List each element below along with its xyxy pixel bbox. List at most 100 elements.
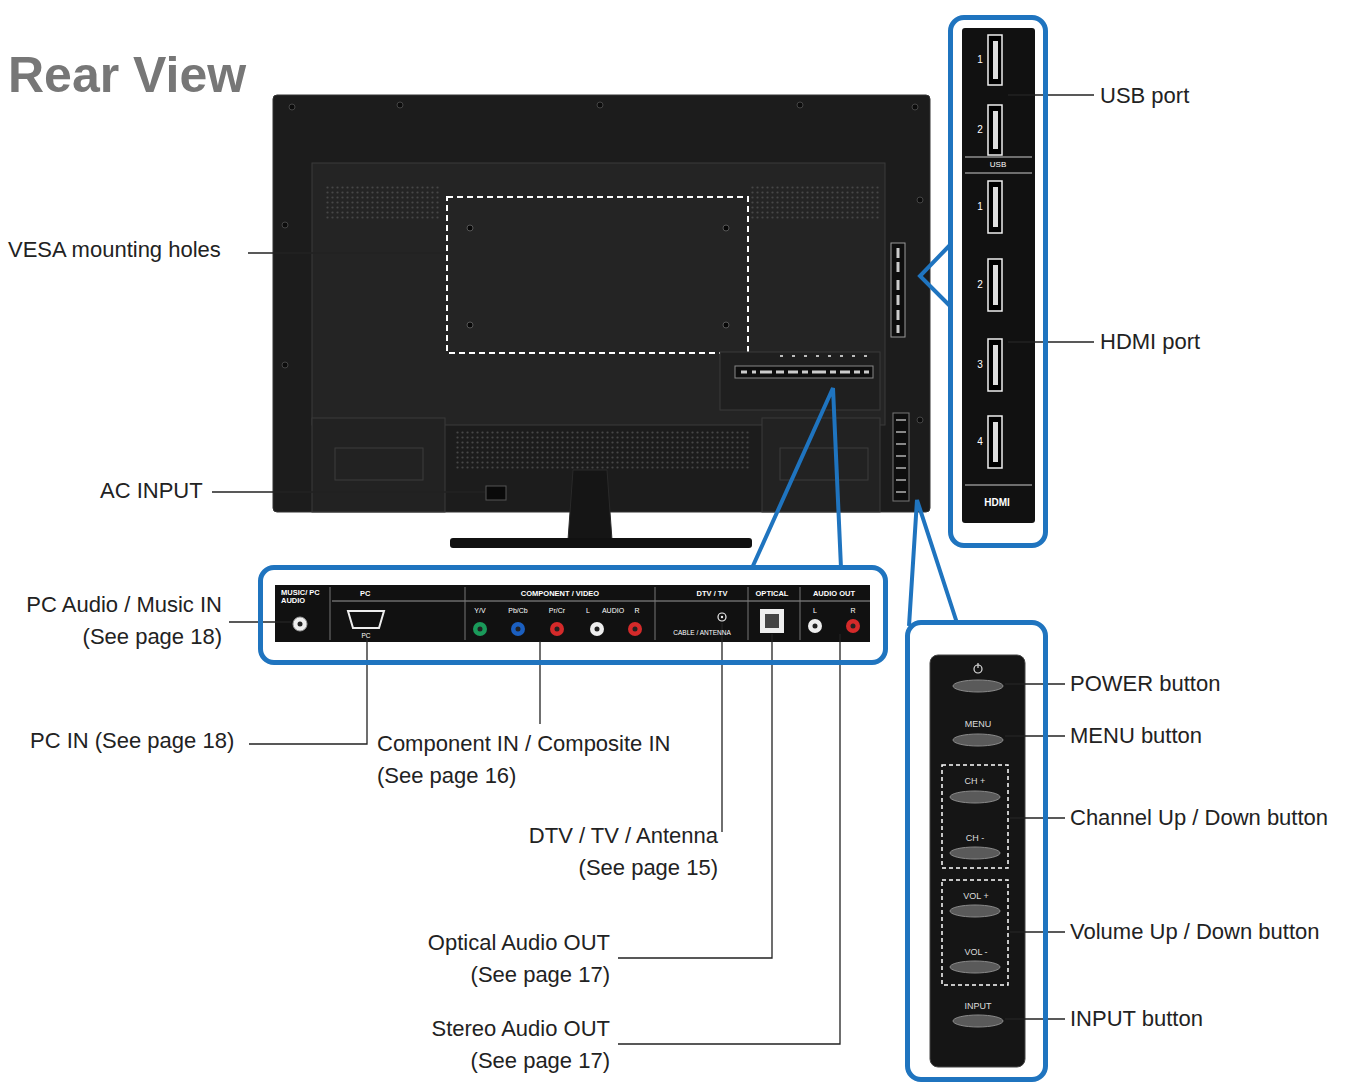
callout-label: INPUT button [1070,1003,1203,1035]
hdmi-port [988,339,1002,391]
leader-line [1010,931,1065,932]
tv-lower-housing [762,418,880,512]
button [953,680,1003,692]
indicator-dots [780,355,867,357]
callout-label: HDMI port [1100,326,1200,358]
vent-grille [750,185,880,220]
callout-label: VESA mounting holes [8,234,221,266]
leader-line [721,623,722,832]
button [950,791,1000,803]
zoom-callout-panel: MENU CH + CH - VOL + VOL - INPUT [905,620,1048,1082]
usb-port [988,35,1002,85]
power-symbol [977,663,978,668]
leader-line [539,641,540,724]
button [953,1015,1003,1027]
jack-label: CABLE / ANTENNA [673,630,730,637]
hdmi-port-tongue [993,187,998,227]
tv-back-panel [312,163,885,425]
connector-housing [720,352,880,410]
button-strip [893,413,909,501]
leader-line [618,634,772,958]
hdmi-port-tongue [993,265,998,305]
panel-buttons [950,680,1003,1027]
optical-port [760,609,784,633]
callout-label: USB port [1100,80,1189,112]
callout-wedge [752,388,841,568]
coax-port [718,613,726,621]
usb-port-tongue [993,41,998,79]
button [950,905,1000,917]
vesa-outline [447,197,748,353]
hdmi-port-tongue [993,345,998,385]
button-label: MENU [965,720,992,729]
vent-grille [325,185,440,220]
callout-label: MENU button [1070,720,1202,752]
usb-ports [988,35,1002,155]
callout-label: AC INPUT [100,475,203,507]
vent-grille [455,430,750,470]
leader-line [212,491,485,492]
hdmi-port [988,416,1002,468]
leader-lines [212,95,1094,1044]
jack-holes [813,624,856,629]
button-label: VOL - [964,948,987,957]
jack-label: OPTICAL [756,590,789,598]
vesa-holes [467,225,729,328]
side-port-marks [897,248,900,333]
zoom-callout-panel: MUSIC/ PC AUDIOPCCOMPONENT / VIDEODTV / … [258,565,888,665]
tv-body [273,95,930,512]
port-label: 4 [977,437,983,447]
hdmi-port [988,259,1002,311]
coax-pin [721,616,723,618]
callout-label: PC Audio / Music IN (See page 18) [7,589,222,653]
connector-marks [741,371,869,374]
header-rule [332,601,870,602]
jack-label: Y/V [474,607,485,614]
port-label: 1 [977,55,983,65]
group-bracket [942,880,1008,985]
stand-base [450,538,752,548]
jack-label: L [586,607,590,614]
callout-label: Optical Audio OUT (See page 17) [415,927,610,991]
port-label: 2 [977,125,983,135]
jack-label: DTV / TV [697,590,728,598]
zoom-callout-panel: 12USB1234HDMI [948,15,1048,548]
tv-recess [335,448,423,480]
tv-lower-housing [312,418,445,512]
screw-holes [282,102,923,423]
leader-line [1005,683,1065,684]
jack-label: MUSIC/ PC AUDIO [281,589,321,604]
callout-label: Stereo Audio OUT (See page 17) [415,1013,610,1077]
jack-label: PC [360,590,370,598]
group-bracket [942,765,1008,868]
button-label: INPUT [965,1002,992,1011]
callout-wedge [920,245,950,306]
jack-label: L [813,607,817,614]
callout-label: DTV / TV / Antenna (See page 15) [513,820,718,884]
callout-label: Component IN / Composite IN (See page 16… [377,728,682,792]
page-title: Rear View [8,45,246,105]
button-label: CH - [966,834,985,843]
section-dividers [330,587,800,640]
jack-hole [298,622,303,627]
leader-line [1010,817,1065,818]
button-label: VOL + [963,892,988,901]
callout-label: POWER button [1070,668,1220,700]
optical-port-opening [765,614,779,628]
jack-holes [478,627,638,632]
hdmi-ports [988,181,1002,468]
port-label: 2 [977,280,983,290]
jack-label: R [850,607,855,614]
connector-strip [735,366,873,378]
button-label: CH + [965,777,986,786]
jack-label: Pr/Cr [549,607,565,614]
button [953,734,1003,746]
leader-line [249,636,367,744]
jack-label: Pb/Cb [508,607,527,614]
port-label: HDMI [984,498,1010,508]
port-label: USB [990,161,1006,169]
panel-dividers [965,157,1032,485]
leader-line [1008,341,1094,342]
port-label: 3 [977,360,983,370]
